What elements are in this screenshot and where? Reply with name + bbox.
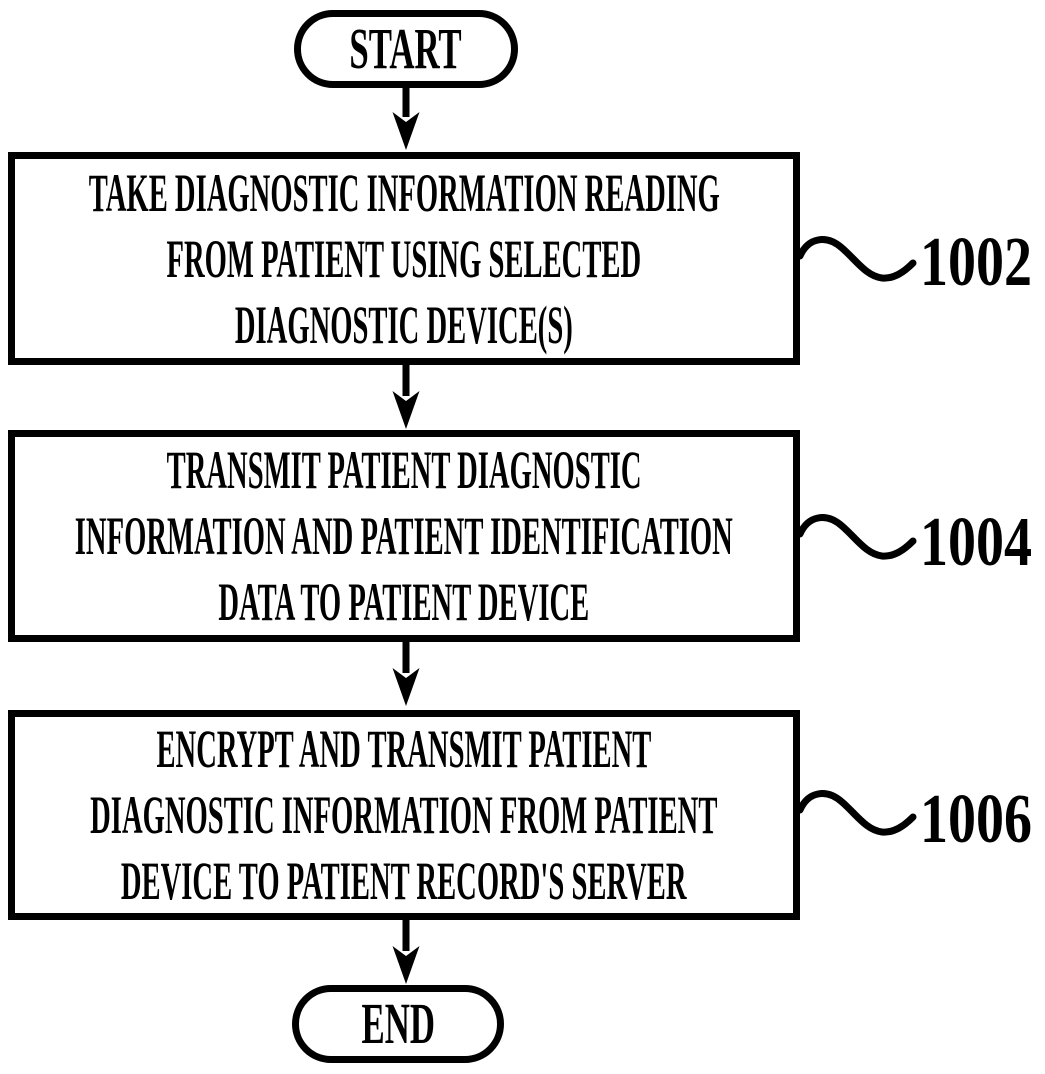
reference-label-1004: 1004 [920,504,1032,581]
process-box-1002: TAKE DIAGNOSTIC INFORMATION READING FROM… [8,152,800,365]
squiggle-connector-1006 [796,790,917,836]
end-terminal: END [292,985,504,1063]
process-box-1006-line: ENCRYPT AND TRANSMIT PATIENT [156,719,652,779]
squiggle-connector-1004 [796,514,917,560]
process-box-1006-line: DEVICE TO PATIENT RECORD'S SERVER [121,851,687,911]
squiggle-connector-1002 [796,236,917,282]
reference-label-1006: 1006 [920,781,1032,858]
process-box-1002-line: TAKE DIAGNOSTIC INFORMATION READING [88,162,720,223]
process-box-1004-line: INFORMATION AND PATIENT IDENTIFICATION [74,506,734,566]
process-box-1004: TRANSMIT PATIENT DIAGNOSTIC INFORMATION … [8,430,800,642]
arrowhead-step1-to-step2 [392,391,420,429]
arrowhead-start-to-step1 [392,112,420,150]
start-label: START [349,16,463,81]
process-box-1004-line: TRANSMIT PATIENT DIAGNOSTIC [166,440,642,500]
process-box-1006-line: DIAGNOSTIC INFORMATION FROM PATIENT [90,785,718,845]
start-terminal: START [294,10,518,88]
process-box-1004-line: DATA TO PATIENT DEVICE [218,572,590,632]
process-box-1006: ENCRYPT AND TRANSMIT PATIENT DIAGNOSTIC … [8,710,800,920]
end-label: END [361,991,435,1056]
arrowhead-step3-to-end [392,946,420,984]
process-box-1002-line: DIAGNOSTIC DEVICE(S) [235,294,573,355]
reference-label-1002: 1002 [920,224,1032,301]
process-box-1002-line: FROM PATIENT USING SELECTED [166,228,642,289]
arrowhead-step2-to-step3 [392,668,420,706]
